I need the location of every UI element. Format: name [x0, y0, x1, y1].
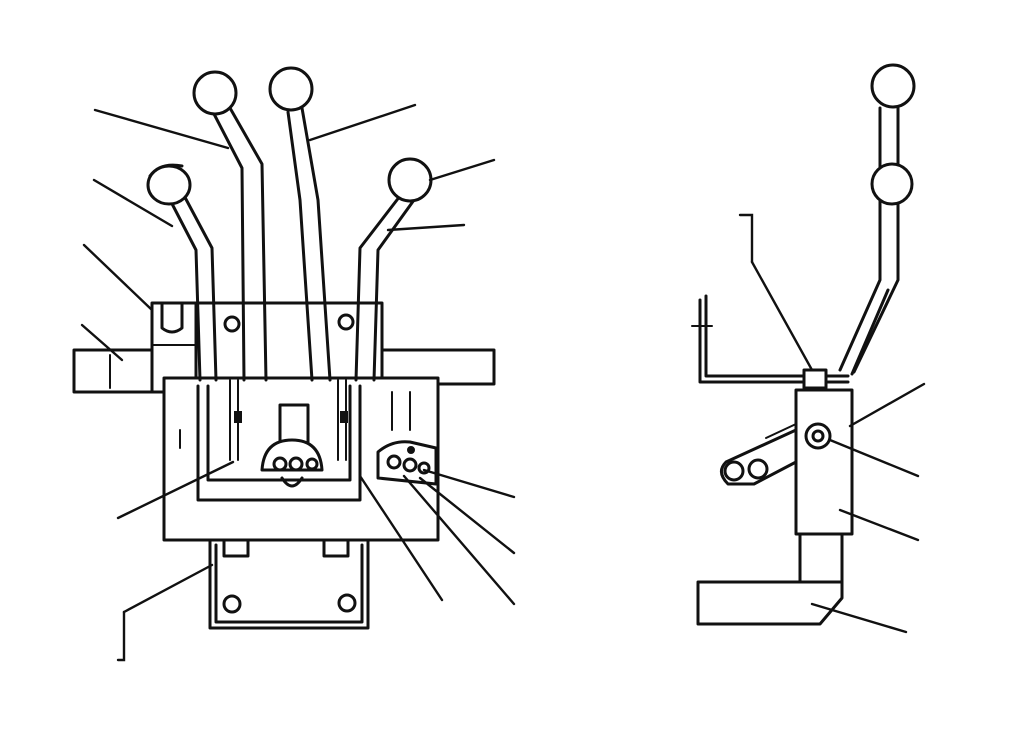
side-lever [838, 63, 916, 376]
side-view [691, 63, 926, 634]
lever-1 [146, 163, 218, 382]
lever-2 [192, 70, 268, 423]
side-spool [696, 532, 844, 626]
right-fitting [376, 440, 438, 486]
front-leader-lines [80, 103, 516, 662]
lever-4 [354, 157, 433, 382]
side-leader-lines [738, 213, 926, 634]
lever-3 [268, 66, 348, 423]
lower-bracket [208, 538, 370, 630]
front-view [72, 66, 516, 662]
angle-bracket [691, 294, 850, 384]
linkage-arm [720, 423, 798, 486]
lever-rods [229, 379, 347, 461]
top-bracket-plate [194, 301, 384, 382]
center-fitting [260, 403, 324, 488]
side-valve-body [794, 368, 854, 536]
